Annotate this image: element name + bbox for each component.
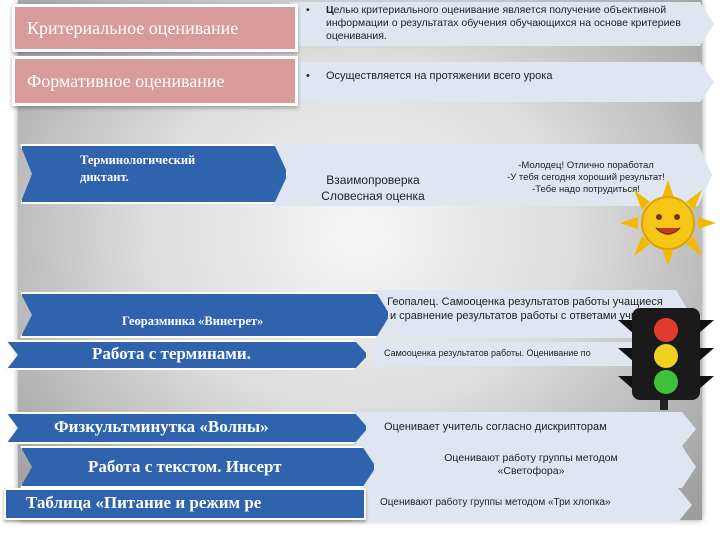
- formative-desc-box: • Осуществляется на протяжении всего уро…: [290, 62, 714, 102]
- smiling-sun-icon: [620, 180, 716, 266]
- table-method: Оценивают работу группы методом «Три хло…: [380, 497, 611, 508]
- table-method-box: Оценивают работу группы методом «Три хло…: [352, 488, 692, 522]
- phys-bar: Физкультминутка «Волны»: [6, 412, 368, 444]
- formative-label: Формативное оценивание: [12, 56, 298, 106]
- warmup-label: Георазминка «Винегрет»: [122, 314, 264, 328]
- terms-label: Работа с терминами.: [92, 344, 251, 363]
- table-bar: Таблица «Питание и режим ре: [4, 488, 366, 520]
- formative-desc: Осуществляется на протяжении всего урока: [326, 70, 553, 82]
- phys-method-box: Оценивает учитель согласно дискрипторам: [356, 412, 696, 446]
- dictation-method-box: Взаимопроверка Словесная оценка: [262, 144, 494, 206]
- phys-label: Физкультминутка «Волны»: [54, 417, 269, 436]
- terms-method-box: Самооценка результатов работы. Оценивани…: [372, 342, 662, 366]
- terms-method: Самооценка результатов работы. Оценивани…: [384, 348, 591, 358]
- criterial-label: Критериальное оценивание: [12, 4, 298, 52]
- dictation-label: Терминологический диктант.: [80, 153, 196, 184]
- bullet: •: [306, 70, 310, 82]
- text-label: Работа с текстом. Инсерт: [88, 457, 282, 476]
- dictation-bar: Терминологический диктант.: [20, 144, 288, 204]
- warmup-bar: Георазминка «Винегрет»: [20, 292, 390, 338]
- table-label: Таблица «Питание и режим ре: [26, 493, 262, 512]
- text-bar: Работа с текстом. Инсерт: [20, 446, 376, 488]
- traffic-light-icon: [618, 308, 714, 410]
- phys-method: Оценивает учитель согласно дискрипторам: [384, 421, 607, 433]
- text-method: Оценивают работу группы методом «Светофо…: [444, 452, 618, 477]
- dictation-method: Взаимопроверка Словесная оценка: [321, 173, 425, 203]
- bullet: •: [306, 4, 310, 16]
- criterial-desc: елью критериального оценивание является …: [326, 4, 681, 42]
- terms-bar: Работа с терминами.: [6, 340, 368, 370]
- dictation-praise: -Молодец! Отлично поработал -У тебя сего…: [507, 160, 665, 195]
- warmup-method: Геопалец. Самооценка результатов работы …: [387, 296, 663, 322]
- text-method-box: Оценивают работу группы методом «Светофо…: [356, 446, 696, 488]
- criterial-desc-box: • Целью критериального оценивание являет…: [290, 2, 714, 46]
